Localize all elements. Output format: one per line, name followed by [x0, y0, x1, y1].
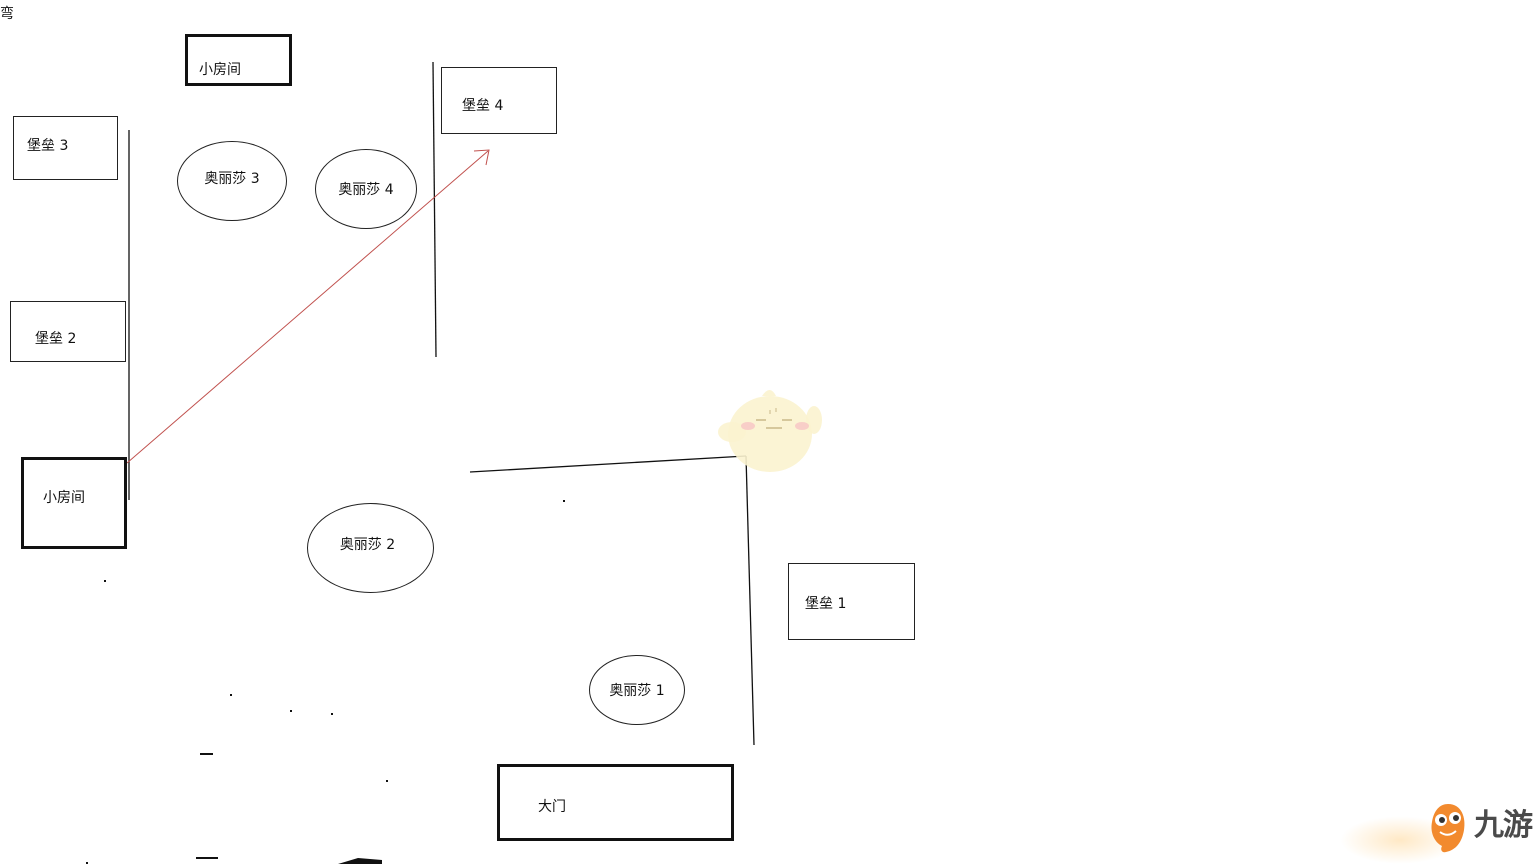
small-room-left-label: 小房间 [43, 490, 85, 506]
bastion-2-label: 堡垒 2 [35, 331, 77, 347]
olisa-4-label: 奥丽莎 4 [338, 182, 394, 198]
wall-middle [432, 61, 437, 358]
olisa-3-node: 奥丽莎 3 [177, 141, 287, 221]
brand-mascot-icon [1431, 804, 1465, 853]
route-arrow-line [126, 150, 489, 464]
watermark: 九游 [1340, 796, 1536, 864]
olisa-4-node: 奥丽莎 4 [315, 149, 417, 229]
main-gate-label: 大门 [538, 799, 566, 815]
wall-right [745, 455, 755, 746]
olisa-1-node: 奥丽莎 1 [589, 655, 685, 725]
bastion-4-label: 堡垒 4 [462, 98, 504, 114]
mascot-icon [718, 390, 822, 472]
small-room-top-label: 小房间 [199, 62, 241, 78]
bastion-4-box: 堡垒 4 [441, 67, 557, 134]
corner-label: 弯 [0, 6, 14, 22]
olisa-3-label: 奥丽莎 3 [204, 171, 260, 187]
wall-horizontal [469, 455, 747, 473]
olisa-2-node: 奥丽莎 2 [307, 503, 434, 593]
olisa-2-label: 奥丽莎 2 [339, 537, 396, 553]
route-arrow-head [473, 149, 490, 166]
bastion-1-label: 堡垒 1 [805, 596, 847, 612]
bastion-3-label: 堡垒 3 [27, 138, 69, 154]
stray-marks [86, 500, 565, 864]
small-room-left-box: 小房间 [21, 457, 127, 549]
bastion-1-box: 堡垒 1 [788, 563, 915, 640]
brand-label: 九游 [1474, 808, 1533, 843]
olisa-1-label: 奥丽莎 1 [609, 683, 665, 699]
bastion-2-box: 堡垒 2 [10, 301, 126, 362]
small-room-top-box: 小房间 [185, 34, 292, 86]
main-gate-box: 大门 [497, 764, 734, 841]
bastion-3-box: 堡垒 3 [13, 116, 118, 180]
